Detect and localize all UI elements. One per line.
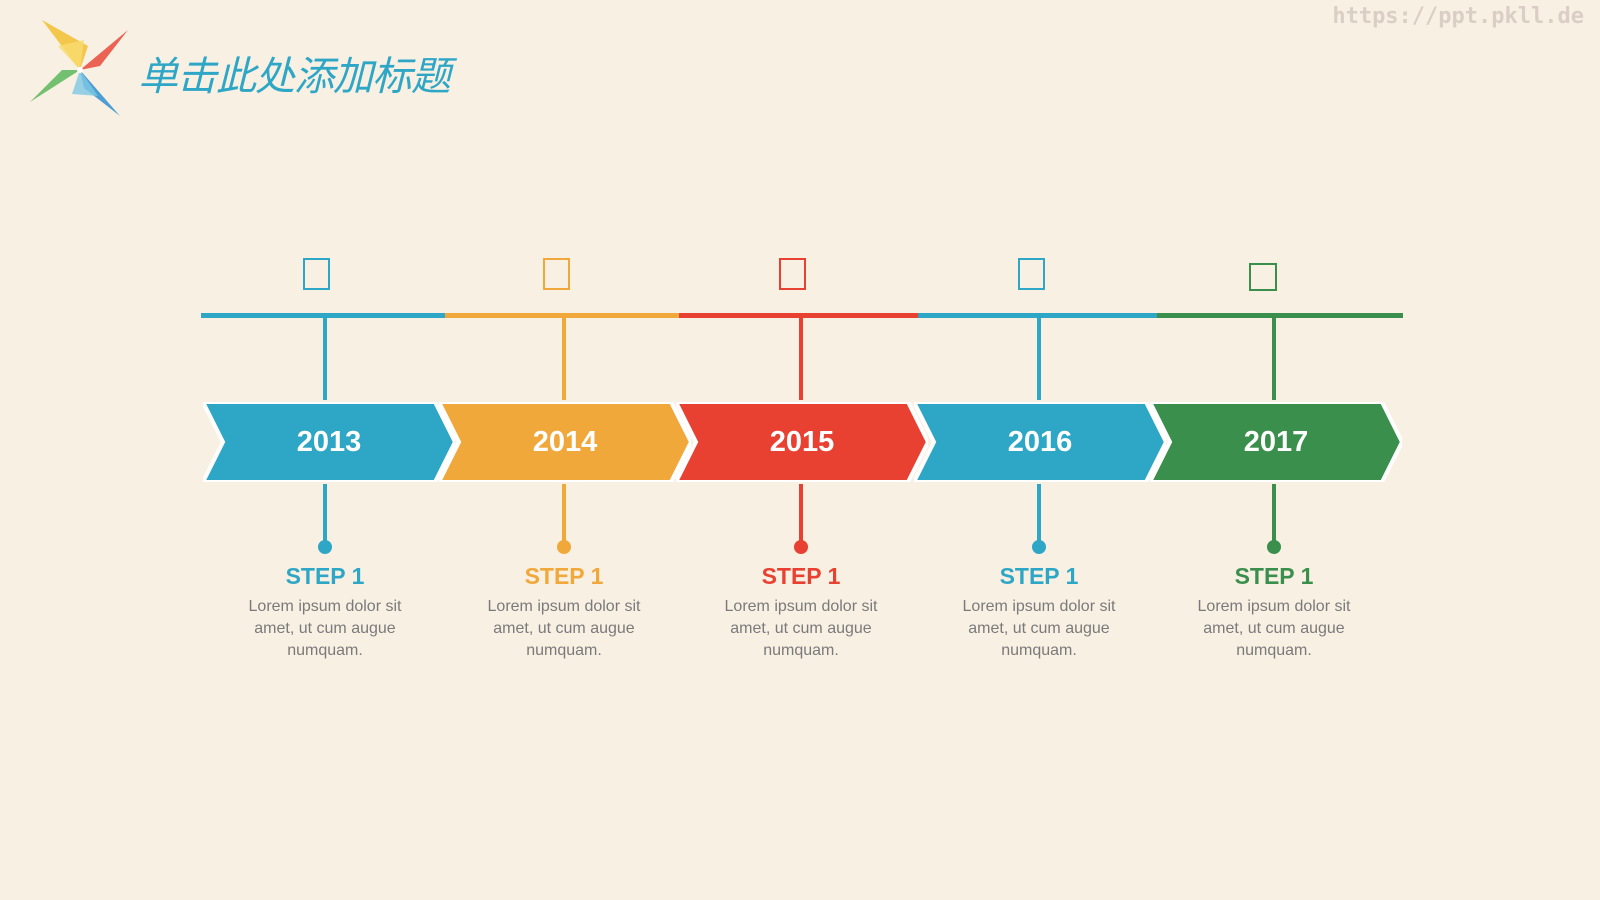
timeline-dot (1267, 540, 1281, 554)
desc-line: numquam. (526, 642, 602, 659)
upper-stem (799, 318, 803, 400)
timeline-dot (794, 540, 808, 554)
step-description: Lorem ipsum dolor sit amet, ut cum augue… (939, 596, 1139, 662)
timeline-marker (1249, 263, 1277, 291)
timeline-dot (557, 540, 571, 554)
year-label: 2013 (296, 425, 362, 458)
lower-stem (1272, 484, 1276, 544)
lower-stem (323, 484, 327, 544)
upper-stem (562, 318, 566, 400)
desc-line: numquam. (287, 642, 363, 659)
step-label: STEP 1 (524, 563, 604, 589)
timeline-dot (318, 540, 332, 554)
page-title: 单击此处添加标题 (138, 54, 451, 100)
timeline-segment-line (918, 313, 1157, 318)
desc-line: Lorem ipsum dolor sit (962, 598, 1116, 615)
desc-line: amet, ut cum augue (254, 620, 396, 637)
step-description: Lorem ipsum dolor sit amet, ut cum augue… (464, 596, 664, 662)
year-label: 2015 (769, 425, 835, 458)
chevron-shape (676, 402, 928, 482)
timeline-marker (303, 258, 330, 290)
desc-line: numquam. (1001, 642, 1077, 659)
upper-stem (1037, 318, 1041, 400)
desc-line: amet, ut cum augue (968, 620, 1110, 637)
step-description: Lorem ipsum dolor sit amet, ut cum augue… (1174, 596, 1374, 662)
timeline-dot (1032, 540, 1046, 554)
desc-line: numquam. (1236, 642, 1312, 659)
desc-line: Lorem ipsum dolor sit (487, 598, 641, 615)
timeline-segment-line (679, 313, 918, 318)
year-chevron: 2017 (1150, 402, 1402, 482)
chevron-shape (439, 402, 691, 482)
watermark-url: https://ppt.pkll.de (1332, 4, 1584, 29)
timeline-marker (1018, 258, 1045, 290)
step-description: Lorem ipsum dolor sit amet, ut cum augue… (701, 596, 901, 662)
timeline-marker (543, 258, 570, 290)
lower-stem (1037, 484, 1041, 544)
upper-stem (323, 318, 327, 400)
step-label: STEP 1 (761, 563, 841, 589)
chevron-shape (914, 402, 1166, 482)
lower-stem (562, 484, 566, 544)
timeline-marker (779, 258, 806, 290)
step-label: STEP 1 (1234, 563, 1314, 589)
year-chevron: 2014 (439, 402, 691, 482)
step-label: STEP 1 (285, 563, 365, 589)
desc-line: amet, ut cum augue (493, 620, 635, 637)
desc-line: amet, ut cum augue (1203, 620, 1345, 637)
desc-line: Lorem ipsum dolor sit (724, 598, 878, 615)
desc-line: numquam. (763, 642, 839, 659)
step-description: Lorem ipsum dolor sit amet, ut cum augue… (225, 596, 425, 662)
timeline-segment-line (1157, 313, 1403, 318)
year-chevron: 2013 (203, 402, 455, 482)
year-label: 2017 (1243, 425, 1309, 458)
timeline-segment-line (201, 313, 445, 318)
year-label: 2016 (1007, 425, 1073, 458)
desc-line: amet, ut cum augue (730, 620, 872, 637)
chevron-shape (1150, 402, 1402, 482)
year-chevron: 2016 (914, 402, 1166, 482)
upper-stem (1272, 318, 1276, 400)
desc-line: Lorem ipsum dolor sit (1197, 598, 1351, 615)
lower-stem (799, 484, 803, 544)
chevron-shape (203, 402, 455, 482)
timeline-segment-line (445, 313, 679, 318)
pinwheel-icon (30, 20, 128, 116)
year-label: 2014 (532, 425, 598, 458)
year-chevron: 2015 (676, 402, 928, 482)
step-label: STEP 1 (999, 563, 1079, 589)
desc-line: Lorem ipsum dolor sit (248, 598, 402, 615)
